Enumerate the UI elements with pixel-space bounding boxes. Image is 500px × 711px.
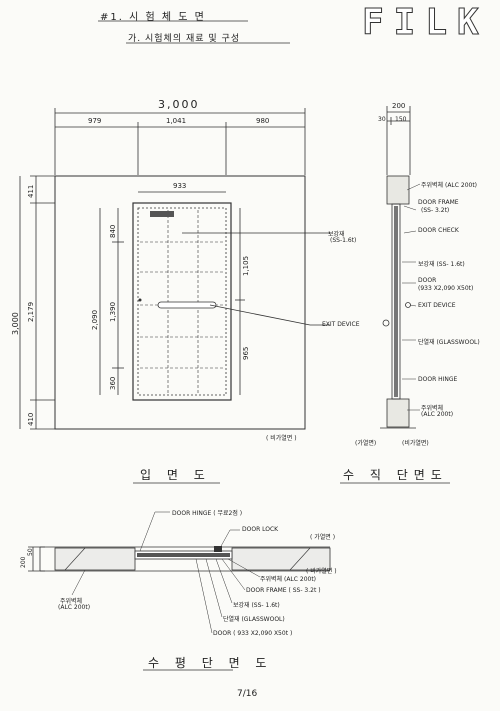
- vs-label-door: DOOR: [418, 277, 437, 284]
- hs-label-wall-sub: (ALC 200t): [58, 604, 91, 611]
- hs-label-wool: 단열재 (GLASSWOOL): [223, 616, 285, 623]
- dim-height-top: 411: [27, 184, 35, 198]
- section-subtitle: 가. 시험체의 재료 및 구성: [128, 34, 241, 44]
- dim-height-total: 3,000: [11, 312, 20, 335]
- hs-label-lock: DOOR LOCK: [242, 526, 279, 533]
- dim-door-upper: 840: [109, 224, 117, 238]
- vs-label-check: DOOR CHECK: [418, 227, 459, 234]
- dim-width-total: 3,000: [158, 98, 200, 111]
- label-reinforce-sub: (SS-1.6t): [330, 237, 357, 244]
- hs-label-concrete: 주위벽체 (ALC 200t): [260, 576, 317, 583]
- hs-label-reinforce: 보강재 (SS- 1.6t): [233, 602, 280, 609]
- dim-width-left: 979: [88, 117, 102, 125]
- dim-right-upper: 1,105: [242, 255, 250, 276]
- hs-label-door: DOOR ( 933 X2,090 X50t ): [213, 630, 293, 637]
- dim-door-width: 933: [173, 182, 187, 190]
- hs-label-wall: 주위벽체: [60, 598, 83, 605]
- vs-label-door-sub: (933 X2,090 X50t): [418, 285, 474, 292]
- dim-vs-b: 150: [395, 116, 407, 123]
- label-exit-device: EXIT DEVICE: [322, 321, 360, 328]
- vs-label-exit: EXIT DEVICE: [418, 302, 456, 309]
- vs-label-frame-sub: (SS- 3.2t): [421, 207, 450, 214]
- hs-heated: ( 가열면 ): [310, 534, 336, 541]
- dim-height-bottom: 410: [27, 412, 35, 426]
- page-number: 7/16: [237, 689, 258, 699]
- label-non-heated: ( 비가열면 ): [266, 435, 297, 442]
- section-title: #1. 시 험 체 도 면: [100, 12, 206, 23]
- vs-label-hinge: DOOR HINGE: [418, 376, 458, 383]
- hs-dim-200: 200: [20, 556, 27, 568]
- dim-width-right: 980: [256, 117, 270, 125]
- vs-label-frame: DOOR FRAME: [418, 199, 459, 206]
- vs-label-reinforce: 보강재 (SS- 1.6t): [418, 261, 465, 268]
- vs-label-wool: 단열재 (GLASSWOOL): [418, 339, 480, 346]
- caption-front-view: 입 면 도: [140, 468, 211, 482]
- dim-door-mid: 1,390: [109, 301, 117, 322]
- dim-door-lower: 360: [109, 376, 117, 390]
- dim-width-mid: 1,041: [166, 117, 187, 125]
- hs-label-hinge: DOOR HINGE ( 무료2점 ): [172, 510, 243, 517]
- vs-label-wall-bottom-sub: (ALC 200t): [421, 411, 454, 418]
- caption-horizontal-section: 수 평 단 면 도: [148, 656, 273, 670]
- dim-height-mid: 2,179: [27, 301, 35, 322]
- dim-right-lower: 965: [242, 346, 250, 360]
- dim-door-height: 2,090: [91, 309, 99, 330]
- hs-label-frame: DOOR FRAME ( SS- 3.2t ): [246, 587, 321, 594]
- dim-vs-total: 200: [392, 102, 406, 110]
- hs-dim-50: 50: [27, 548, 34, 556]
- caption-vertical-section: 수 직 단면도: [343, 468, 448, 482]
- vs-heated: (가열면): [355, 440, 377, 447]
- hs-non-heated: ( 비가열면 ): [306, 568, 337, 575]
- vs-label-concrete: 주위벽체 (ALC 200t): [421, 182, 478, 189]
- vs-label-wall-bottom: 주위벽체: [421, 405, 444, 412]
- label-reinforce: 보강재: [328, 231, 345, 238]
- dim-vs-a: 30: [378, 116, 386, 123]
- vs-non-heated: (비가열면): [402, 440, 429, 447]
- filk-logo: FILK: [362, 2, 489, 44]
